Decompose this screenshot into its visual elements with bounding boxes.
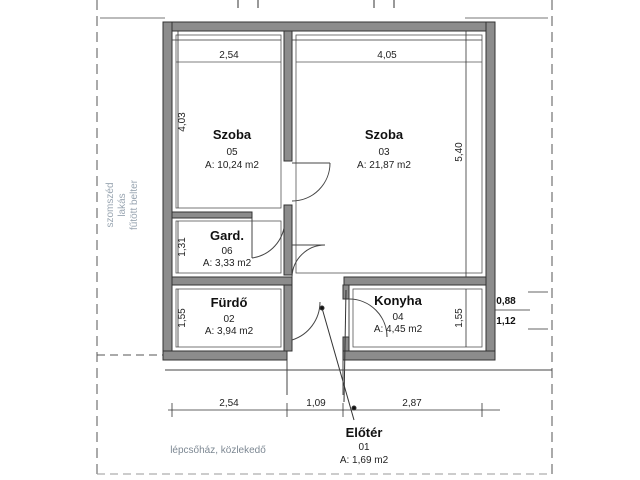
eloter-leader (319, 289, 357, 421)
room-name-szoba-03: Szoba (365, 127, 404, 142)
room-area-szoba-03: A: 21,87 m2 (357, 160, 411, 171)
dim-bottom-left: 2,54 (219, 398, 239, 409)
neighbour-label-line3: fűtött belter (129, 179, 140, 230)
dim-left-gard: 1,31 (177, 237, 188, 257)
dimension-lines (168, 31, 530, 417)
dim-bottom-middle: 1,09 (306, 398, 326, 409)
room-number-szoba-05: 05 (226, 147, 238, 158)
dim-bottom-right: 2,87 (402, 398, 422, 409)
door-swings (251, 162, 388, 341)
bottom-wall-line (165, 360, 552, 395)
room-name-gard-06: Gard. (210, 228, 244, 243)
dim-right-konyha: 1,55 (454, 308, 465, 328)
room-area-gard-06: A: 3,33 m2 (203, 258, 252, 269)
top-leader-ticks (100, 0, 548, 19)
dim-top-right: 4,05 (377, 50, 397, 61)
dim-side-upper: 0,88 (496, 296, 516, 307)
room-outlines (175, 34, 483, 348)
room-name-furdo-02: Fürdő (211, 295, 248, 310)
room-number-eloter-01: 01 (358, 442, 370, 453)
interior-walls (171, 30, 487, 352)
room-name-konyha-04: Konyha (374, 293, 422, 308)
room-area-eloter-01: A: 1,69 m2 (340, 455, 389, 466)
room-number-furdo-02: 02 (223, 314, 235, 325)
exterior-walls (162, 21, 496, 361)
room-area-furdo-02: A: 3,94 m2 (205, 326, 254, 337)
room-number-gard-06: 06 (221, 246, 233, 257)
room-area-konyha-04: A: 4,45 m2 (374, 324, 423, 335)
stairwell-label: lépcsőház, közlekedő (170, 445, 266, 456)
neighbour-label-line2: lakás (117, 193, 128, 216)
dim-side-lower: 1,12 (496, 316, 516, 327)
room-name-eloter-01: Előtér (346, 425, 383, 440)
dim-left-upper: 4,03 (177, 112, 188, 132)
room-number-konyha-04: 04 (392, 312, 404, 323)
dim-top-left: 2,54 (219, 50, 239, 61)
room-number-szoba-03: 03 (378, 147, 390, 158)
neighbour-label-line1: szomszéd (105, 182, 116, 227)
room-name-szoba-05: Szoba (213, 127, 252, 142)
outer-boundary-lines (96, 0, 553, 480)
room-area-szoba-05: A: 10,24 m2 (205, 160, 259, 171)
right-measure-ticks (528, 291, 548, 330)
dim-right-main: 5,40 (454, 142, 465, 162)
dim-left-furdo: 1,55 (177, 308, 188, 328)
